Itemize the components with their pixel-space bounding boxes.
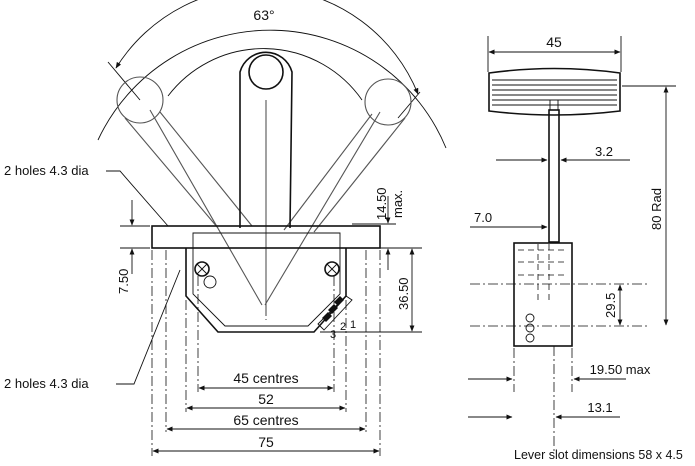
dim-19-50-label: 19.50 max	[590, 362, 651, 377]
dim-52-label: 52	[258, 391, 274, 407]
dim-7-0-label: 7.0	[474, 210, 492, 225]
angle-guide-right	[397, 91, 421, 119]
ghost-lever-left	[116, 76, 263, 306]
angle-guide-left	[107, 61, 141, 101]
dim-45-centres-label: 45 centres	[233, 370, 298, 386]
terminal-1-label: 1	[350, 319, 356, 331]
front-view: 63°	[4, 0, 447, 456]
dim-14-50-label: 14.50	[374, 187, 389, 220]
screw-left	[194, 261, 210, 277]
terminal-2-label: 2	[340, 321, 346, 333]
dim-75-label: 75	[258, 434, 274, 450]
pivot-circle	[203, 275, 217, 289]
travel-arc	[97, 29, 447, 149]
housing-side	[513, 242, 573, 347]
mounting-flange	[151, 225, 381, 249]
dim-36-50-label: 36.50	[396, 277, 411, 310]
housing-body	[185, 248, 347, 333]
ghost-lever-right	[264, 78, 412, 306]
lever-slot-note: Lever slot dimensions 58 x 4.5	[514, 448, 683, 462]
holes-bottom-label: 2 holes 4.3 dia	[4, 376, 89, 391]
dim-3-2-label: 3.2	[595, 144, 613, 159]
dim-29-5-label: 29.5	[603, 293, 618, 318]
dim-7-50-label: 7.50	[116, 269, 131, 294]
dim-max-label: max.	[390, 190, 405, 218]
housing-inner	[192, 232, 341, 327]
dim-45-label: 45	[546, 34, 562, 50]
angle-arc	[115, 0, 419, 95]
dim-13-1-label: 13.1	[587, 400, 612, 415]
angle-label: 63°	[253, 7, 274, 23]
lever-knob	[488, 67, 621, 116]
inner-arc	[167, 48, 363, 101]
dim-65-centres-label: 65 centres	[233, 412, 298, 428]
terminal-3-label: 3	[330, 329, 336, 341]
dim-80-rad-label: 80 Rad	[649, 188, 664, 230]
lever-shaft	[548, 109, 560, 243]
side-view: 45 80 Rad 3.2 7.0	[468, 34, 683, 462]
holes-top-leader	[106, 170, 169, 227]
terminal-block	[317, 295, 353, 331]
holes-bottom-leader	[116, 269, 181, 385]
holes-top-label: 2 holes 4.3 dia	[4, 163, 89, 178]
main-lever	[239, 51, 293, 306]
screw-right	[324, 261, 340, 277]
